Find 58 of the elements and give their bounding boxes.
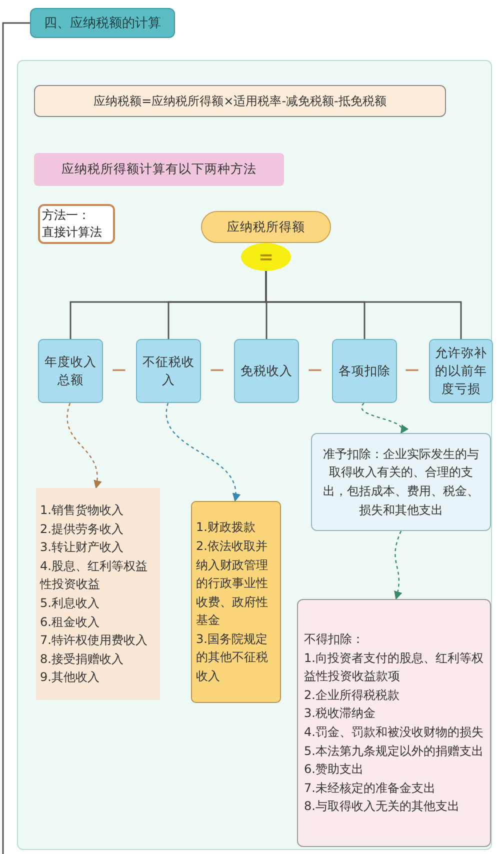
label-text: = [258,246,274,268]
term-box [38,339,103,403]
list-item: 1.销售货物收入 [40,502,124,520]
list-item: 6.赞助支出 [304,761,364,778]
list-item: 4.股息、红利等权益性投资收益 [40,558,148,594]
result-pill [201,211,331,243]
note-box [311,433,491,531]
list-item: 1.向投资者支付的股息、红利等权益性投资收益款项 [304,650,484,686]
term-box [332,339,397,403]
list-item: 8.与取得收入无关的其他支出 [304,798,460,816]
list-item: 7.未经核定的准备金支出 [304,780,436,797]
term-box [234,339,299,403]
list-item: 4.罚金、罚款和被没收财物的损失 [304,724,484,741]
label-text: 四、应纳税额的计算 [44,15,161,32]
section-heading-box [30,8,175,38]
list-item: 5.利息收入 [40,595,100,612]
label-text: 应纳税额=应纳税所得额×适用税率-减免税额-抵免税额 [94,92,386,110]
label-text: 准予扣除：企业实际发生的与取得收入有关的、合理的支出，包括成本、费用、税金、损失和其他支出 [322,446,480,519]
minus-sign: — [308,363,322,377]
box-background [17,60,492,850]
dashed-arrow [166,402,240,502]
label-text: 方法一：直接计算法 [42,207,103,241]
label-text: 年度收入总额 [44,352,98,389]
connector-line [265,271,462,339]
list-item: 1.财政拨款 [196,519,256,536]
dashed-arrow [394,530,402,600]
label-text: 免税收入 [240,362,292,380]
list-item: 6.租金收入 [40,614,100,631]
connector-line [2,22,30,854]
list-item: 9.其他收入 [40,669,100,686]
list-item: 8.接受捐赠收入 [40,650,124,668]
list-item: 2.提供劳务收入 [40,520,124,538]
equals-circle [241,243,291,271]
label-text: 应纳税所得额计算有以下两种方法 [62,161,256,178]
term-box [136,339,201,403]
list-item: 2.依法收取并纳入财政管理的行政事业性收费、政府性基金 [196,538,269,630]
list-item: 3.税收滞纳金 [304,705,376,722]
heading-box [34,153,284,186]
dashed-arrow [361,402,408,434]
list-item: 3.转让财产收入 [40,539,124,556]
formula-box [34,85,446,117]
label-text: 各项扣除 [338,362,390,380]
list-box [191,501,281,703]
list-box [36,488,160,700]
method-box [38,204,115,244]
minus-sign: — [210,363,224,377]
label-text: 允许弥补的以前年度亏损 [434,344,488,398]
label-text: 应纳税所得额 [227,218,305,236]
list-item: 不得扣除： [304,631,365,648]
dashed-arrow [66,402,102,489]
list-item: 2.企业所得税税款 [304,686,400,704]
minus-sign: — [405,363,419,377]
list-box [297,599,491,847]
list-item: 3.国务院规定的其他不征税收入 [196,630,269,686]
list-item: 7.特许权使用费收入 [40,632,148,650]
list-item: 5.本法第九条规定以外的捐赠支出 [304,742,484,760]
minus-sign: — [112,363,126,377]
label-text: 不征税收入 [142,352,196,389]
